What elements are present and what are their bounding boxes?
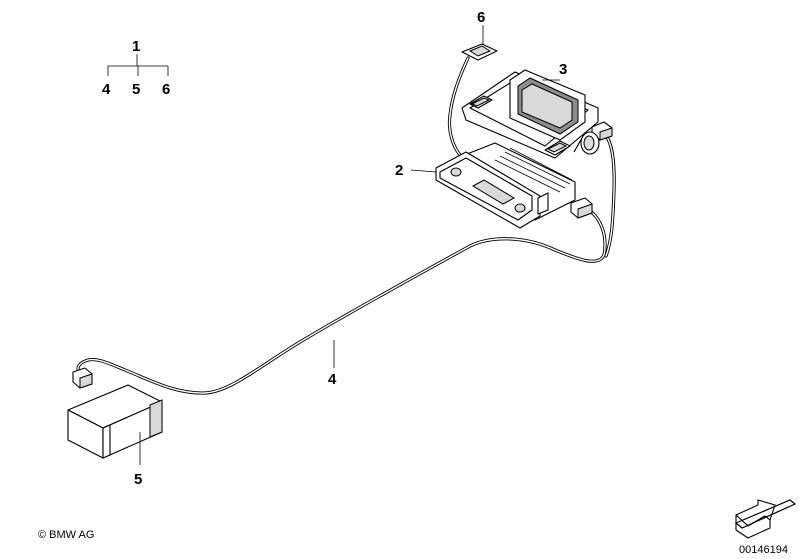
cable-connector-controller [570, 197, 593, 219]
group-legend: 1 4 5 6 [102, 38, 170, 98]
diagram-number: 00146194 [739, 544, 788, 556]
callout-group-parent[interactable]: 1 [132, 38, 140, 55]
part-5-box [67, 384, 163, 465]
copyright-text: © BMW AG [38, 529, 94, 541]
callout-group-child-4[interactable]: 4 [102, 81, 111, 98]
callout-group-child-5[interactable]: 5 [132, 81, 140, 98]
part-2-controller [410, 142, 576, 229]
callout-part-5[interactable]: 5 [134, 471, 142, 488]
cable-end-connector [72, 367, 93, 389]
part-6-antenna [461, 25, 498, 61]
callout-group-child-6[interactable]: 6 [162, 81, 170, 98]
callout-part-6[interactable]: 6 [477, 9, 485, 26]
next-page-arrow-icon[interactable] [734, 499, 797, 539]
callout-part-3[interactable]: 3 [559, 61, 567, 78]
cable-harness [76, 56, 616, 395]
part-3-display [461, 69, 600, 159]
callout-part-2[interactable]: 2 [395, 162, 403, 179]
callout-part-4[interactable]: 4 [328, 371, 337, 388]
